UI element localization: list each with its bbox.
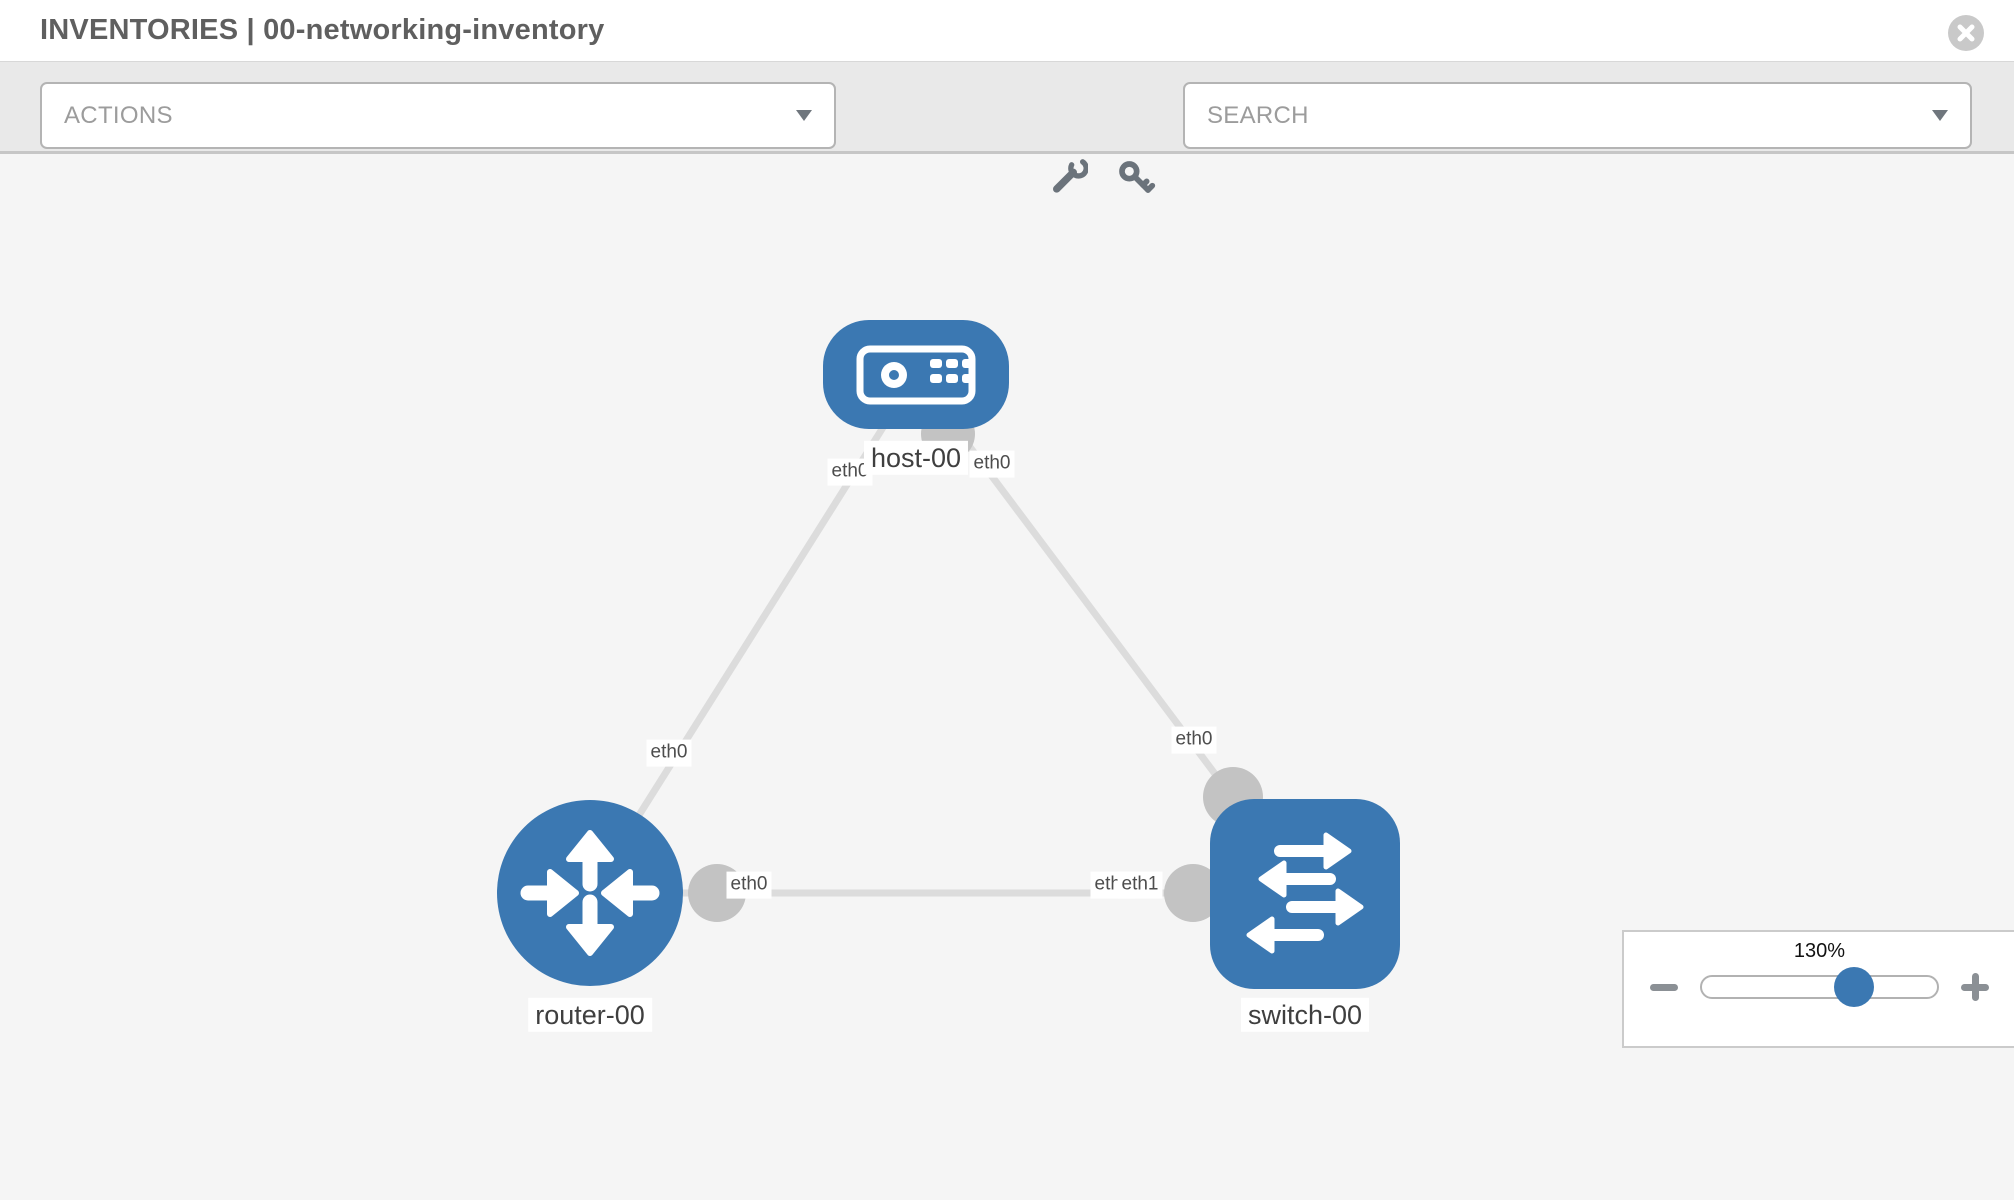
toolbar: ACTIONS SEARCH [0, 62, 2014, 193]
close-icon [1957, 24, 1975, 42]
zoom-level-value: 130% [1793, 940, 1846, 962]
node-label-switch-00: switch-00 [1240, 997, 1370, 1033]
chevron-down-icon [796, 110, 812, 121]
zoom-slider-row [1624, 967, 2014, 1007]
search-dropdown[interactable]: SEARCH [1183, 82, 1972, 149]
router-arrows-icon [520, 830, 660, 956]
search-dropdown-label: SEARCH [1207, 101, 1309, 129]
interface-label: eth0 [1171, 726, 1217, 754]
node-router-00[interactable] [497, 800, 683, 986]
page-title: INVENTORIES | 00-networking-inventory [40, 14, 605, 46]
node-label-router-00: router-00 [528, 997, 652, 1033]
node-switch-00[interactable] [1210, 799, 1400, 989]
switch-arrows-icon [1246, 832, 1364, 954]
actions-dropdown-label: ACTIONS [64, 101, 173, 129]
server-icon [856, 345, 976, 405]
header-bar: INVENTORIES | 00-networking-inventory [0, 0, 2014, 62]
chevron-down-icon [1932, 110, 1948, 121]
interface-label: eth0 [726, 871, 772, 899]
key-tool-button[interactable] [1116, 158, 1156, 198]
actions-dropdown[interactable]: ACTIONS [40, 82, 836, 149]
topology-graph [497, 320, 1400, 989]
zoom-out-button[interactable] [1650, 983, 1678, 991]
wrench-icon [1052, 159, 1089, 193]
close-button[interactable] [1948, 15, 1984, 51]
zoom-control-panel: 130% [1622, 930, 2014, 1048]
topology-canvas[interactable]: eth0 eth0 eth0 eth0 eth0 eth0 eth1 host-… [0, 157, 2014, 1200]
zoom-slider-track[interactable] [1700, 967, 1939, 1007]
wrench-tool-button[interactable] [1048, 158, 1089, 198]
zoom-slider-handle[interactable] [1833, 967, 1874, 1007]
node-label-host-00: host-00 [863, 440, 969, 476]
node-host-00[interactable] [823, 320, 1009, 429]
interface-label: eth0 [969, 450, 1015, 478]
interface-label: eth0 [646, 739, 692, 767]
interface-label: eth1 [1117, 871, 1163, 899]
key-icon [1119, 161, 1156, 193]
zoom-in-button[interactable] [1961, 973, 1989, 1001]
interface-dot-switch-left[interactable] [1164, 864, 1222, 922]
